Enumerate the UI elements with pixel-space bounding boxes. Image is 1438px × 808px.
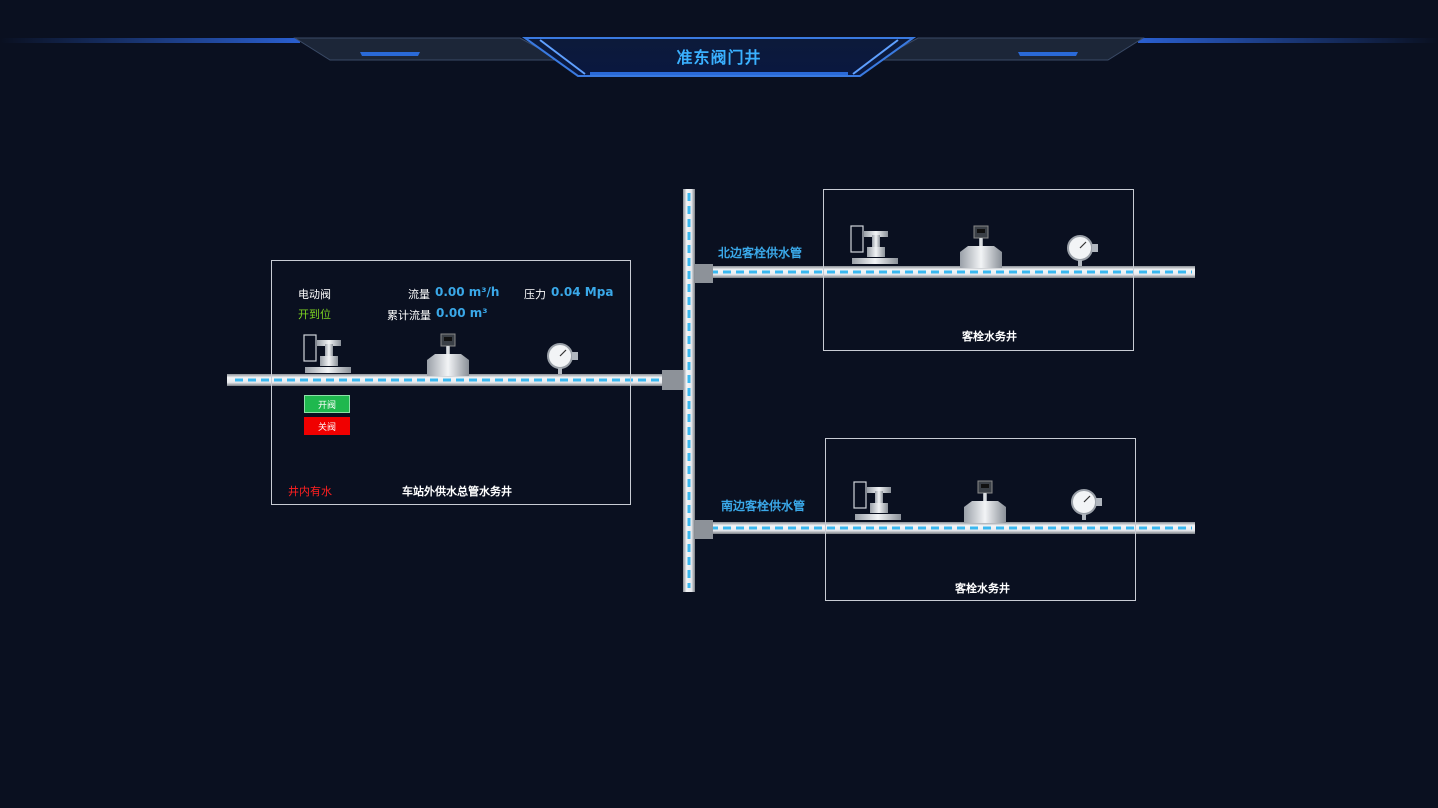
north-valve-icon[interactable]: [850, 225, 898, 264]
electric-valve-icon[interactable]: [303, 334, 351, 373]
north-branch-pipe: [695, 264, 1195, 283]
south-well-box: [825, 438, 1136, 601]
header-frame: [0, 37, 1438, 77]
pressure-gauge-icon: [547, 343, 578, 374]
header-bar: [0, 0, 1438, 80]
north-well-box: [823, 189, 1134, 351]
pressure-label: 压力: [524, 288, 546, 301]
open-valve-button[interactable]: 开阀: [304, 395, 350, 413]
north-pressure-gauge-icon: [1067, 235, 1098, 266]
valve-status: 开到位: [298, 308, 331, 321]
total-flow-label: 累计流量: [387, 309, 431, 322]
total-flow-value: 0.00 m³: [436, 306, 488, 320]
north-well-name: 客栓水务井: [962, 330, 1017, 343]
south-flow-meter-icon: [964, 480, 1006, 523]
north-flow-meter-icon: [960, 225, 1002, 268]
main-well-box: [271, 260, 631, 505]
flow-value: 0.00 m³/h: [435, 285, 500, 299]
page-title: 准东阀门井: [676, 48, 762, 67]
pressure-value: 0.04 Mpa: [551, 285, 614, 299]
flow-label: 流量: [408, 288, 430, 301]
south-branch-pipe: [695, 520, 1195, 539]
close-valve-button[interactable]: 关阀: [304, 417, 350, 435]
north-pipe-label: 北边客栓供水管: [718, 246, 803, 260]
water-alarm-text: 井内有水: [288, 485, 332, 498]
flow-meter-icon: [427, 333, 469, 376]
south-well-name: 客栓水务井: [955, 582, 1010, 595]
south-pipe-label: 南边客栓供水管: [721, 499, 806, 513]
south-valve-icon[interactable]: [853, 481, 901, 520]
main-well-name: 车站外供水总管水务井: [402, 485, 512, 498]
valve-label: 电动阀: [298, 288, 331, 301]
vertical-manifold-pipe: [683, 189, 695, 592]
south-pressure-gauge-icon: [1071, 489, 1102, 520]
main-pipe: [227, 370, 685, 390]
